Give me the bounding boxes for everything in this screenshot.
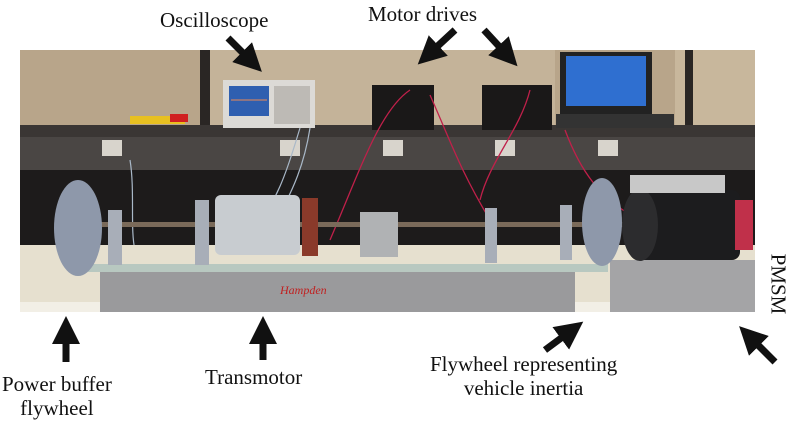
vehicle-inertia-flywheel (582, 178, 622, 266)
bench-base: Hampden (88, 260, 755, 312)
motor-drive-arrow-left (417, 27, 458, 65)
torque-sensor (360, 212, 398, 257)
pmsm-motor (622, 175, 753, 261)
bench-brand-text: Hampden (279, 283, 327, 297)
power-buffer-label-line2: flywheel (20, 396, 94, 420)
pmsm-arrow (739, 326, 778, 365)
power-buffer-flywheel (54, 180, 102, 276)
oscilloscope (223, 80, 315, 128)
power-buffer-flywheel-label: Power buffer flywheel (2, 372, 112, 420)
motor-drive-arrow-right (481, 27, 518, 67)
oscilloscope-arrow (225, 35, 262, 72)
oscilloscope-label: Oscilloscope (160, 8, 269, 32)
transmotor (215, 195, 300, 255)
transmotor-label: Transmotor (205, 365, 303, 389)
power-outlets (102, 140, 618, 156)
vehicle-inertia-flywheel-label: Flywheel representing vehicle inertia (430, 352, 617, 400)
flywheel-label-line1: Flywheel representing (430, 352, 618, 376)
clamp-meter (130, 116, 185, 124)
laptop (556, 52, 674, 128)
power-buffer-label-line1: Power buffer (2, 372, 112, 396)
flywheel-arrow (542, 321, 584, 353)
pmsm-label: PMSM (766, 253, 791, 315)
flywheel-label-line2: vehicle inertia (463, 376, 584, 400)
motor-drives-label: Motor drives (368, 2, 478, 26)
